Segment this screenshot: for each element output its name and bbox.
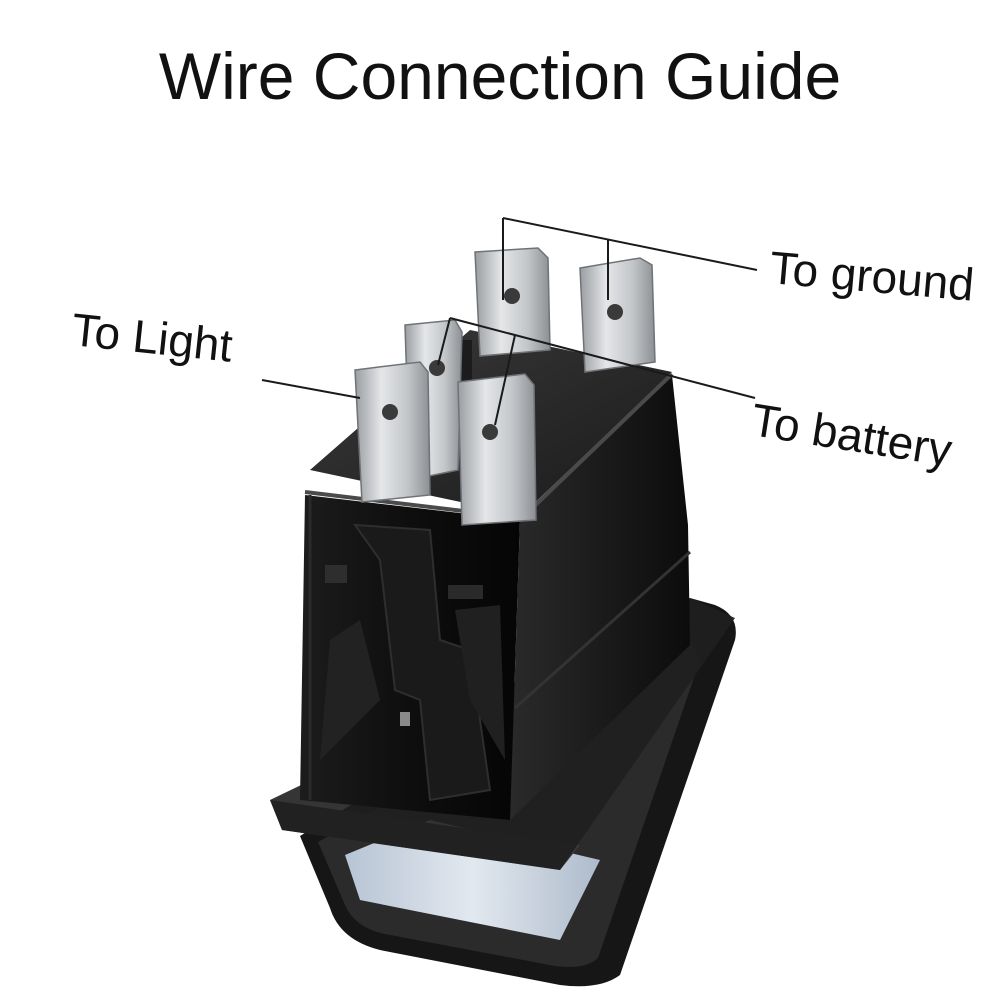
battery-line-a bbox=[437, 317, 451, 366]
battery-line-b bbox=[494, 334, 516, 426]
ground-line-main bbox=[502, 217, 758, 271]
page-title: Wire Connection Guide bbox=[158, 39, 842, 113]
terminal-front-right bbox=[457, 373, 537, 526]
terminal-back-left bbox=[474, 247, 551, 357]
leader-lines bbox=[261, 217, 758, 426]
battery-line-main bbox=[449, 317, 756, 399]
terminal-back-right bbox=[579, 257, 656, 373]
light-line bbox=[261, 379, 361, 399]
terminal-front-left bbox=[354, 361, 431, 503]
